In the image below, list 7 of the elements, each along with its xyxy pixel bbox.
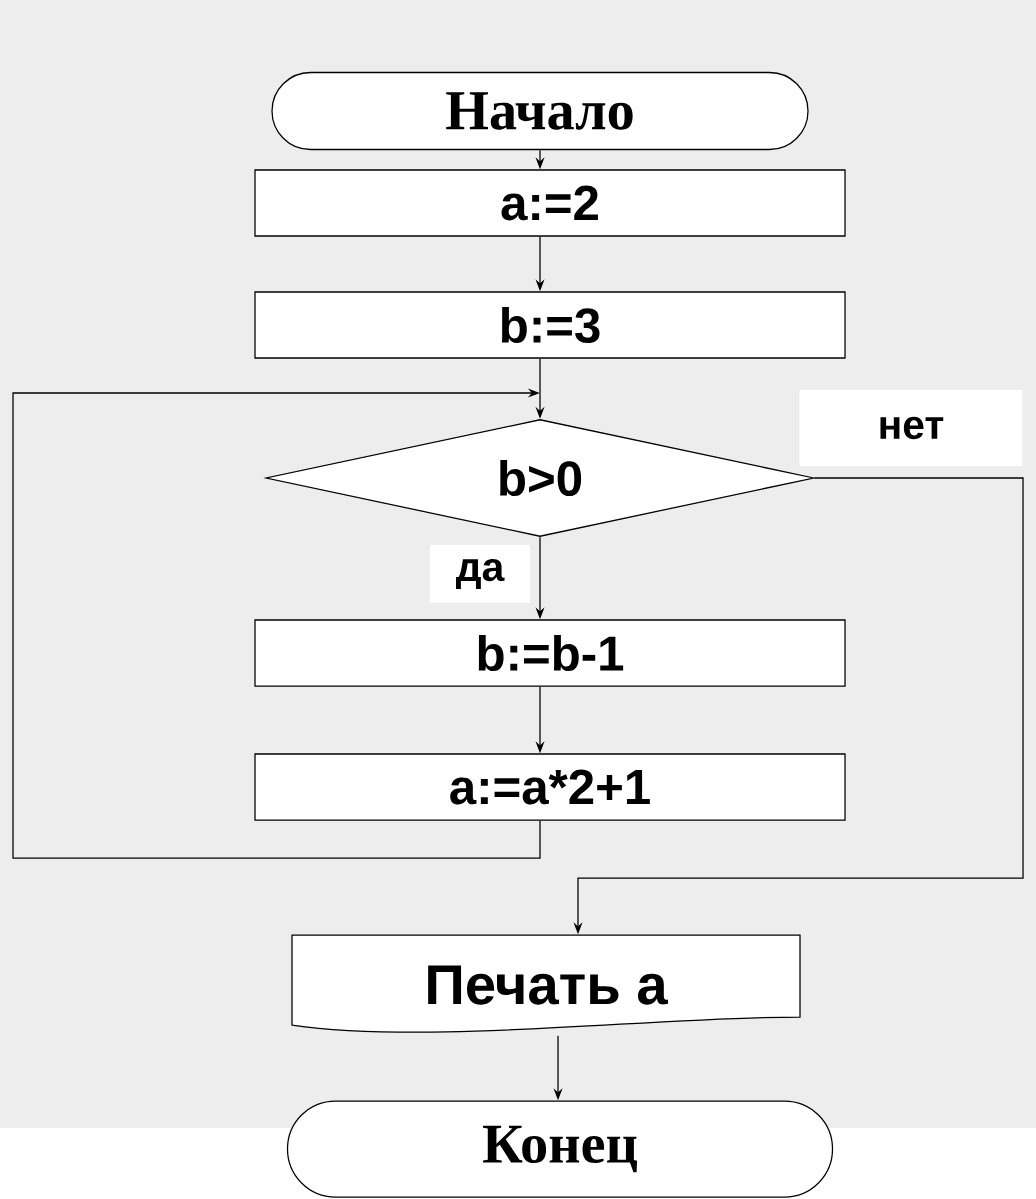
process-box: b:=3 [254, 291, 846, 359]
process-box: a:=2 [254, 169, 846, 237]
edge-label: нет [799, 390, 1023, 466]
arrow [12, 388, 541, 859]
edge-label: да [430, 545, 530, 603]
process-box: a:=a*2+1 [254, 753, 846, 821]
process-box: b:=b-1 [254, 619, 846, 687]
